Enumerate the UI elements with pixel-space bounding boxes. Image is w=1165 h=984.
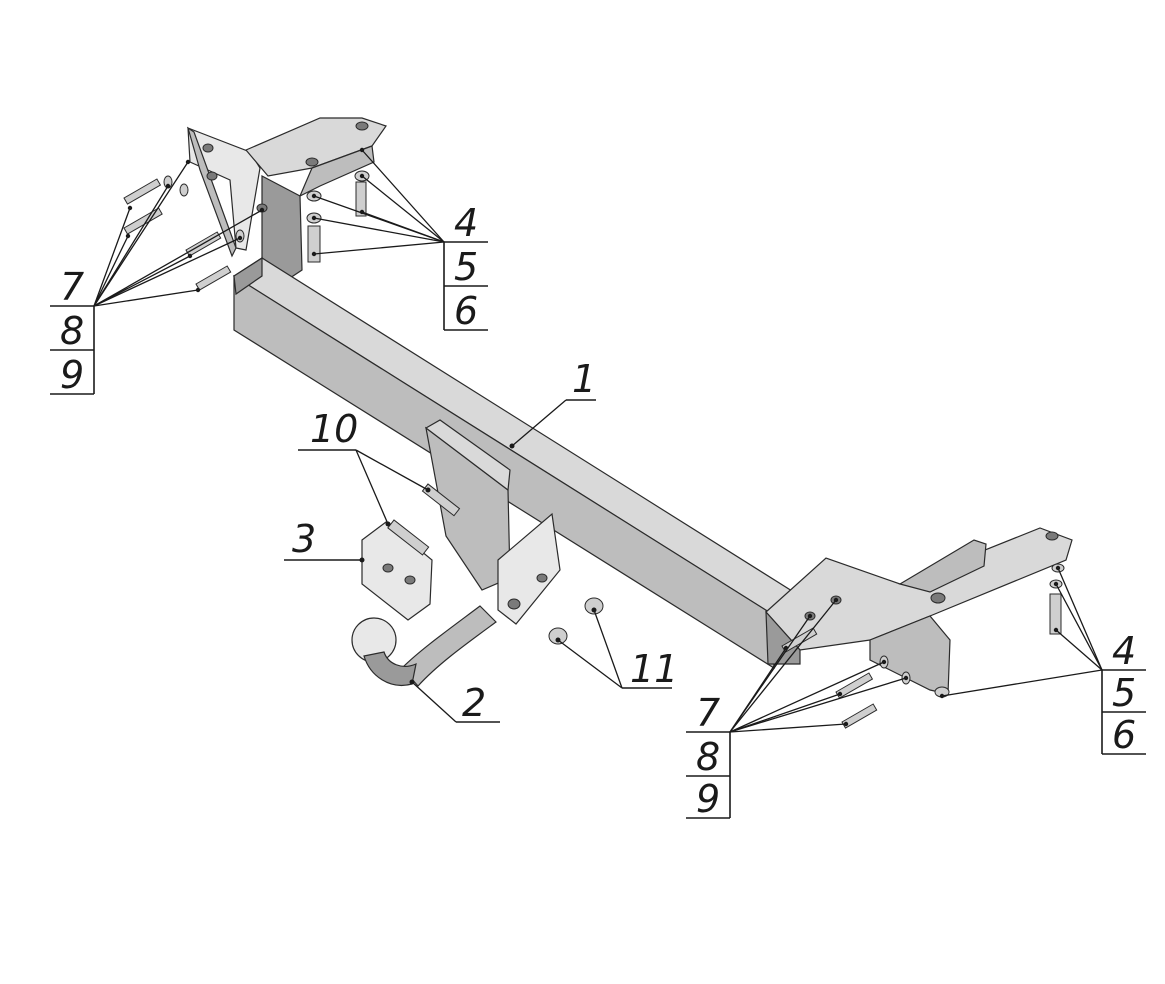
left-rear-fasteners — [306, 170, 370, 263]
callout-table-right-front — [686, 731, 731, 819]
callout-table-left-front — [50, 305, 95, 395]
callout-table-right-rear — [1101, 669, 1146, 755]
callout-11: 11 — [630, 647, 678, 691]
right-mounting-bracket — [765, 527, 1073, 695]
callout-2: 2 — [462, 681, 486, 725]
tow-ball-neck — [351, 605, 497, 687]
callout-3: 3 — [292, 517, 316, 561]
right-rear-fasteners — [934, 563, 1065, 698]
callout-left-9: 9 — [60, 353, 84, 397]
centre-receiver-bracket — [424, 419, 561, 625]
callout-right-9: 9 — [696, 777, 720, 821]
callout-left-6: 6 — [454, 289, 478, 333]
callout-1: 1 — [572, 357, 596, 401]
leader-lines — [93, 147, 1103, 733]
callout-right-7: 7 — [696, 691, 720, 735]
callout-left-8: 8 — [60, 309, 84, 353]
callout-left-4: 4 — [454, 201, 478, 245]
callout-left-5: 5 — [454, 245, 478, 289]
right-front-fasteners — [781, 627, 911, 729]
callout-right-4: 4 — [1112, 629, 1136, 673]
callout-right-6: 6 — [1112, 713, 1136, 757]
callout-right-5: 5 — [1112, 671, 1136, 715]
callout-10: 10 — [310, 407, 358, 451]
socket-plate — [361, 483, 461, 621]
callout-left-7: 7 — [60, 265, 84, 309]
nuts — [548, 597, 604, 645]
callout-right-8: 8 — [696, 735, 720, 779]
callout-table-left-rear — [443, 241, 488, 331]
